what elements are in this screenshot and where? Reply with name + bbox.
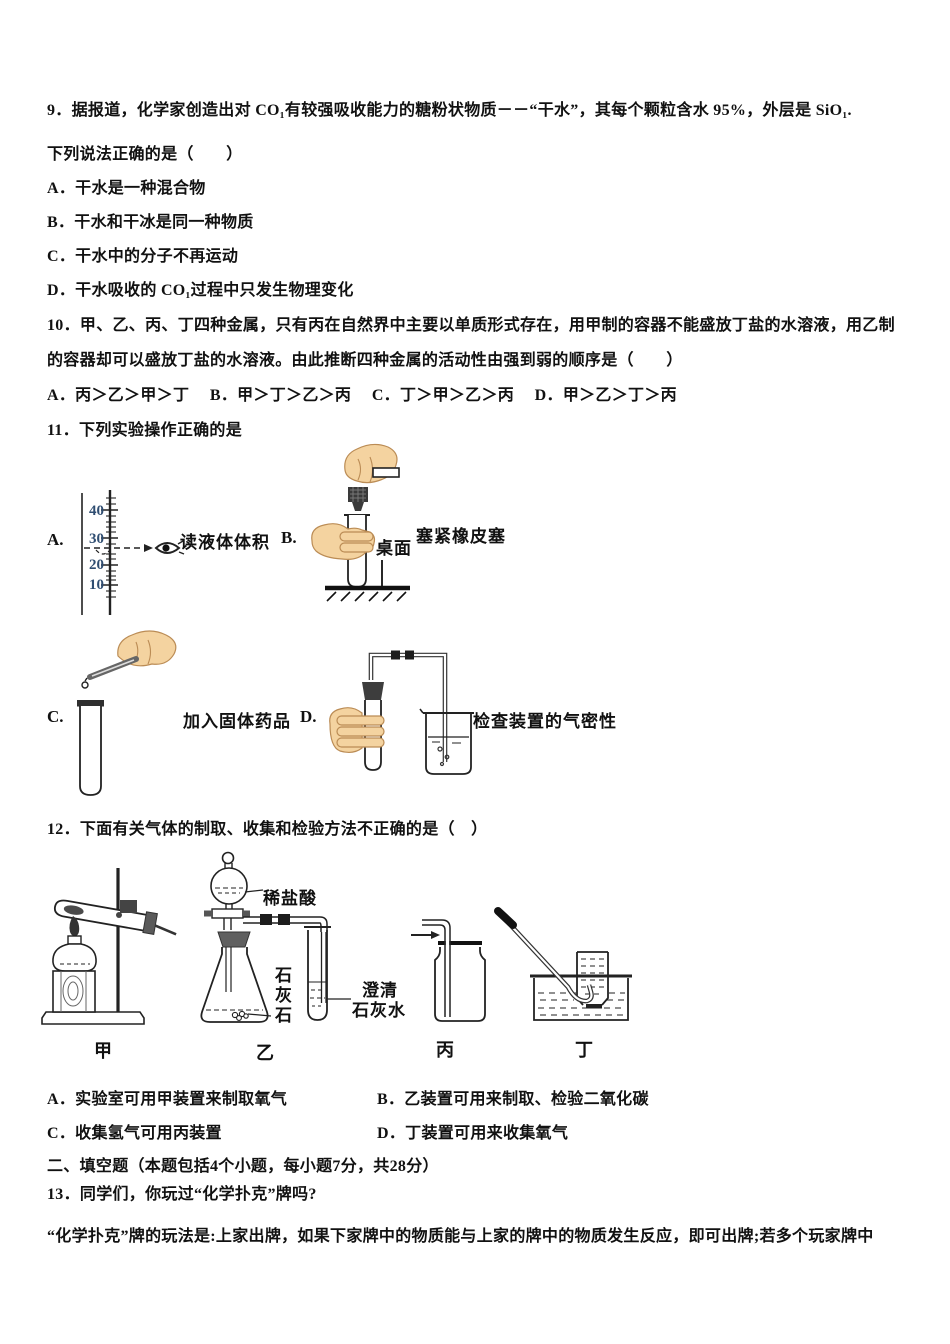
limestone-pointer	[247, 1013, 272, 1017]
apparatus-label-ding: 丁	[575, 1040, 593, 1060]
q11-fig-c-label: C.	[47, 707, 64, 726]
hcl-pointer	[244, 889, 264, 893]
apparatus-label-bing: 丙	[436, 1040, 454, 1060]
stand-base	[41, 1011, 145, 1025]
bubble	[437, 746, 443, 752]
stopper-press-figure	[311, 443, 410, 602]
cylinder-tick-10: 10	[89, 577, 104, 593]
flame-icon	[69, 916, 80, 937]
stopper	[142, 911, 158, 935]
limewater-label-line1: 澄清	[362, 981, 398, 1000]
q12-option-a: A．实验室可用甲装置来制取氧气	[47, 1091, 288, 1108]
q11-fig-a-label: A.	[47, 530, 64, 549]
q10-stem-line1: 10．甲、乙、丙、丁四种金属，只有丙在自然界中主要以单质形式存在，用甲制的容器不…	[47, 317, 895, 334]
q11-figure-row2	[77, 630, 474, 796]
spatula-hand	[117, 630, 177, 667]
q11-fig-d-caption: 检查装置的气密性	[473, 712, 617, 731]
q9-stem-line1: 9．据报道，化学家创造出对 CO₁有较强吸收能力的糖粉状物质－－“干水”，其每个…	[47, 102, 852, 119]
dilute-hcl-label: 稀盐酸	[263, 889, 317, 908]
section2-header: 二、填空题（本题包括4个小题，每小题7分，共28分）	[47, 1158, 439, 1175]
table-surface-label: 桌面	[376, 539, 412, 558]
beaker-icon	[419, 708, 474, 775]
q13-stem: 13．同学们，你玩过“化学扑克”牌吗?	[47, 1186, 317, 1203]
limewater-label-line2: 石灰水	[352, 1001, 406, 1020]
q12-stem: 12．下面有关气体的制取、收集和检验方法不正确的是（ ）	[47, 821, 488, 838]
q9-stem-line2: 下列说法正确的是（ ）	[47, 146, 243, 163]
flask-stopper	[217, 931, 251, 948]
q11-fig-a-caption: 读液体体积	[180, 533, 270, 552]
cylinder-tick-30: 30	[89, 531, 104, 547]
eye-icon	[154, 540, 185, 555]
separating-funnel-bulb	[210, 867, 248, 905]
q11-fig-c-caption: 加入固体药品	[183, 712, 291, 731]
sight-line	[84, 544, 153, 555]
delivery-tube	[243, 914, 328, 1003]
limestone-label: 石灰石	[272, 966, 291, 1026]
rubber-stopper-icon	[348, 487, 368, 511]
q12-option-c: C．收集氢气可用丙装置	[47, 1125, 222, 1142]
apparatus-label-yi: 乙	[256, 1043, 274, 1063]
airtightness-figure	[329, 650, 474, 775]
cylinder-tick-40: 40	[89, 503, 104, 519]
q9-option-b: B．干水和干冰是同一种物质	[47, 214, 254, 231]
q12-option-d: D．丁装置可用来收集氧气	[377, 1125, 569, 1142]
funnel-knob	[221, 851, 235, 865]
add-solid-figure	[77, 630, 177, 796]
q9-option-d: D．干水吸收的 CO₁过程中只发生物理变化	[47, 282, 354, 299]
glass-tube-icon	[372, 467, 400, 478]
apparatus-ding	[494, 907, 632, 1021]
q12-option-b: B．乙装置可用来制取、检验二氧化碳	[377, 1091, 649, 1108]
alcohol-lamp-icon	[52, 943, 97, 972]
finger	[339, 531, 374, 542]
inlet-tube	[422, 919, 451, 1017]
finger	[336, 737, 385, 748]
graduated-cylinder-figure	[81, 490, 185, 615]
q9-option-a: A．干水是一种混合物	[47, 180, 206, 197]
lamp-collar	[67, 935, 82, 945]
clamp	[120, 900, 137, 913]
bubble	[439, 761, 445, 767]
gas-bottle-icon	[434, 947, 486, 1022]
falling-solid	[81, 677, 89, 689]
q11-fig-b-caption: 塞紧橡皮塞	[416, 527, 506, 546]
apparatus-jia	[41, 868, 177, 1025]
rubber-stopper-icon	[362, 682, 384, 700]
delivery-tube	[501, 915, 594, 1004]
q11-fig-d-label: D.	[300, 707, 317, 726]
tilted-test-tube	[53, 899, 177, 936]
wood-block	[52, 970, 96, 1013]
q10-options-line: A．丙＞乙＞甲＞丁 B．甲＞丁＞乙＞丙 C．丁＞甲＞乙＞丙 D．甲＞乙＞丁＞丙	[47, 387, 677, 404]
limewater-test-tube	[304, 926, 331, 1021]
finger	[336, 726, 385, 737]
finger	[339, 542, 374, 553]
apparatus-yi	[200, 851, 351, 1023]
bottle-mouth-opening	[586, 1004, 602, 1009]
table-surface	[325, 560, 410, 602]
q11-stem: 11．下列实验操作正确的是	[47, 422, 243, 439]
tube-mouthpiece	[494, 907, 517, 929]
limestone-chips	[231, 1011, 239, 1019]
q9-option-c: C．干水中的分子不再运动	[47, 248, 239, 265]
bubble	[444, 754, 450, 760]
outlet-tube	[154, 924, 177, 936]
q10-stem-line2: 的容器却可以盛放丁盐的水溶液。由此推断四种金属的活动性由强到弱的顺序是（ ）	[47, 352, 683, 369]
q11-figure-row1	[81, 443, 410, 615]
test-tube-icon	[77, 700, 104, 796]
conical-flask-icon	[200, 947, 269, 1023]
q12-apparatus-figure	[41, 851, 632, 1025]
water-trough	[530, 974, 632, 1021]
q11-fig-b-label: B.	[281, 528, 297, 547]
finger	[336, 715, 385, 726]
q13-description: “化学扑克”牌的玩法是:上家出牌，如果下家牌中的物质能与上家的牌中的物质发生反应…	[47, 1228, 874, 1245]
apparatus-label-jia: 甲	[94, 1041, 112, 1061]
apparatus-bing	[411, 919, 486, 1022]
stopcock	[204, 908, 250, 919]
cylinder-tick-20: 20	[89, 557, 104, 573]
